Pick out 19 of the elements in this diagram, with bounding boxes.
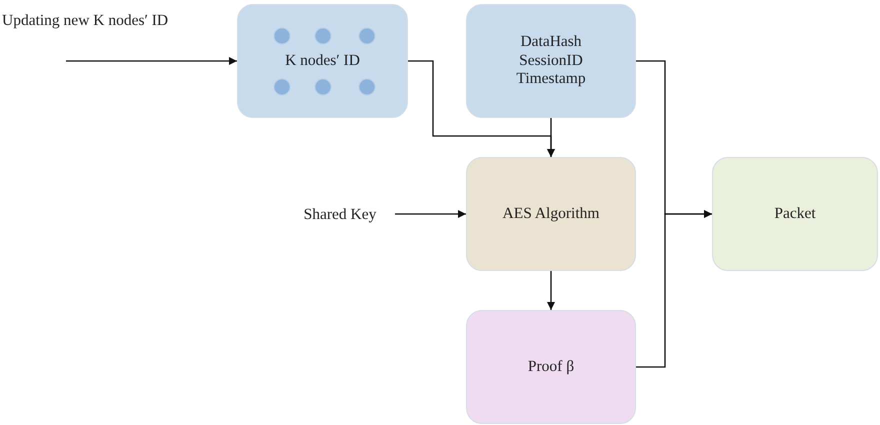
- box-label: Timestamp: [516, 70, 586, 89]
- box-label: AES Algorithm: [502, 204, 600, 224]
- box-label: Packet: [774, 204, 816, 224]
- arrow: [547, 271, 555, 310]
- box-label: DataHash: [520, 33, 582, 52]
- box-label: SessionID: [519, 52, 583, 70]
- process-box: [466, 157, 636, 271]
- arrow: [547, 118, 555, 157]
- process-box: [237, 4, 408, 118]
- arrow: [395, 210, 466, 218]
- arrow: [66, 57, 237, 65]
- arrow: [636, 210, 712, 368]
- input-label: Updating new K nodes′ ID: [2, 12, 168, 30]
- input-label: Shared Key: [304, 206, 376, 224]
- box-label: K nodes′ ID: [285, 52, 360, 70]
- process-box: [466, 4, 636, 118]
- box-label: Proof β: [528, 358, 574, 376]
- process-box: [466, 310, 636, 424]
- process-box: [712, 157, 878, 271]
